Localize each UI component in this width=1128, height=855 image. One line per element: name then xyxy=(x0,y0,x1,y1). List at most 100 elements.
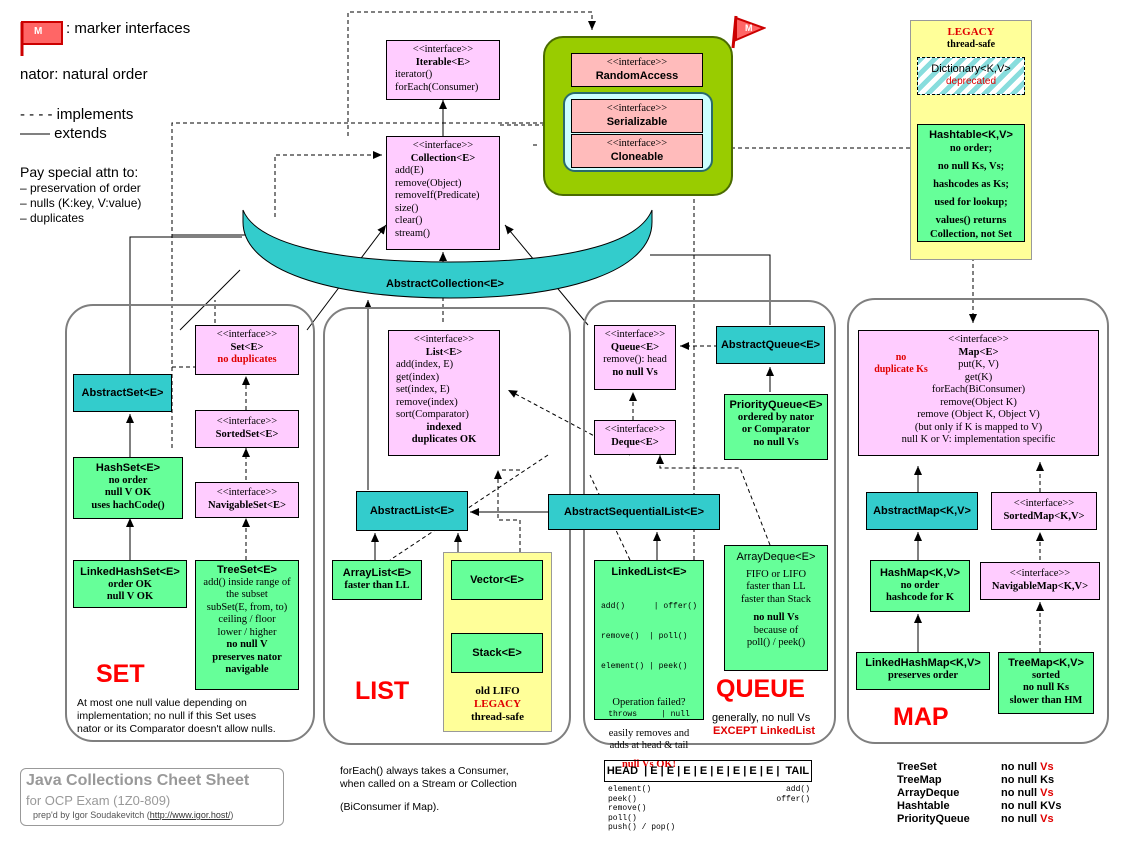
abstract-set-class: AbstractSet<E> xyxy=(73,374,172,412)
note-line: adds at head & tail xyxy=(609,740,689,751)
note-line: remove(): head xyxy=(603,354,667,365)
abstract-list-class: AbstractList<E> xyxy=(356,491,468,531)
method: element() xyxy=(608,785,652,794)
queue-interface: <<interface>> Queue<E> remove(): head no… xyxy=(594,325,676,390)
legend-points: – preservation of order – nulls (K:key, … xyxy=(20,181,141,226)
set-title: SET xyxy=(96,660,145,688)
note-line: faster than LL xyxy=(746,581,806,592)
legacy-list-note: old LIFO LEGACY thread-safe xyxy=(443,685,552,724)
method: offer() xyxy=(776,794,810,804)
legend-point: – duplicates xyxy=(20,211,85,225)
note-line: null V OK xyxy=(104,487,152,498)
navigable-set-interface: <<interface>> NavigableSet<E> xyxy=(195,482,299,518)
credit-text: ) xyxy=(230,810,234,820)
method: stream() xyxy=(395,227,430,239)
note-line: navigable xyxy=(225,664,269,675)
class-name: Map<E> xyxy=(958,346,999,358)
sorted-map-interface: <<interface>> SortedMap<K,V> xyxy=(991,492,1097,530)
class-name: TreeSet<E> xyxy=(217,564,277,576)
random-access-interface: <<interface>> RandomAccess xyxy=(571,53,703,87)
note-line: when called on a Stream or Collection xyxy=(340,778,517,790)
note-line: hashcodes as Ks; xyxy=(933,179,1009,190)
legend-nator: nator: natural order xyxy=(20,66,148,83)
stereotype: <<interface>> xyxy=(412,44,474,55)
nulls-class: ArrayDeque xyxy=(897,787,960,799)
method: null K or V: implementation specific xyxy=(901,434,1056,445)
map-group-frame xyxy=(847,298,1109,744)
list-title: LIST xyxy=(355,677,410,705)
nulls-rule: no null xyxy=(1001,787,1041,799)
method: remove() | poll() xyxy=(601,631,688,641)
class-name: LinkedList<E> xyxy=(611,566,687,578)
nulls-rule-red: Vs xyxy=(1040,787,1054,799)
flag-text: M xyxy=(745,23,753,33)
note-line: Collection, not Set xyxy=(930,229,1012,240)
map-no-duplicates-note: no duplicate Ks xyxy=(866,352,936,376)
note-line: At most one null value depending on xyxy=(77,697,247,709)
legend-point: – nulls (K:key, V:value) xyxy=(20,196,142,210)
note-line: or Comparator xyxy=(741,424,811,435)
tree-map-class: TreeMap<K,V> sorted no null Ks slower th… xyxy=(998,652,1094,714)
nulls-rule: no null xyxy=(1001,761,1041,773)
method: remove() xyxy=(608,804,647,813)
class-name: SortedSet<E> xyxy=(215,428,279,440)
stereotype: <<interface>> xyxy=(1009,568,1071,579)
nulls-class: PriorityQueue xyxy=(897,813,970,825)
marker-flag-icon: M xyxy=(20,18,68,58)
stereotype: <<interface>> xyxy=(412,140,474,151)
method: sort(Comparator) xyxy=(396,409,469,420)
credit-link[interactable]: http://www.igor.host/ xyxy=(149,810,231,820)
note-line: thread-safe xyxy=(471,711,524,723)
cloneable-interface: <<interface>> Cloneable xyxy=(571,134,703,168)
abstract-collection-label: AbstractCollection<E> xyxy=(386,278,504,290)
method: get(index) xyxy=(396,371,440,383)
note-line: forEach() always takes a Consumer, xyxy=(340,765,509,777)
stereotype: <<interface>> xyxy=(948,334,1009,345)
stack-class: Stack<E> xyxy=(451,633,543,673)
footer-title: Java Collections Cheet Sheet xyxy=(26,772,250,789)
legacy-label: LEGACY xyxy=(947,26,995,38)
deprecated-label: deprecated xyxy=(945,75,997,87)
note-line: ordered by nator xyxy=(737,411,815,423)
class-name: TreeMap<K,V> xyxy=(1008,657,1084,669)
class-name: HashMap<K,V> xyxy=(879,567,961,579)
method: add(index, E) xyxy=(396,359,454,370)
method: peek() xyxy=(608,794,637,804)
class-name: ArrayList<E> xyxy=(342,567,412,579)
legacy-label: LEGACY xyxy=(473,698,522,710)
nulls-rule: no null KVs xyxy=(1001,800,1062,812)
note-line: because of xyxy=(753,624,799,636)
note-line: no order xyxy=(900,579,940,591)
class-name: ArrayDeque<E> xyxy=(736,551,816,563)
flag-text: M xyxy=(34,26,43,37)
note-line: easily removes and xyxy=(608,727,690,739)
method: put(K, V) xyxy=(958,359,999,370)
nulls-class: TreeMap xyxy=(897,774,942,786)
navigable-map-interface: <<interface>> NavigableMap<K,V> xyxy=(980,562,1100,600)
queue-note: generally, no null Vs xyxy=(712,712,811,724)
class-name: Hashtable<K,V> xyxy=(929,129,1013,141)
note-line: no null Vs xyxy=(612,366,658,378)
method: (but only if K is mapped to V) xyxy=(914,421,1043,433)
serializable-interface: <<interface>> Serializable xyxy=(571,99,703,133)
no-duplicates-note: no duplicates xyxy=(217,354,277,365)
queue-note-red: EXCEPT LinkedList xyxy=(713,725,816,737)
note-line: no xyxy=(895,352,907,363)
class-name: RandomAccess xyxy=(595,69,679,82)
class-name: Cloneable xyxy=(610,150,664,163)
note-line: preserves order xyxy=(887,669,959,681)
legend-marker: : marker interfaces xyxy=(66,20,191,37)
linked-hash-map-class: LinkedHashMap<K,V> preserves order xyxy=(856,652,990,690)
method: remove(index) xyxy=(396,396,458,408)
class-name: Collection<E> xyxy=(410,152,476,164)
legend-attn: Pay special attn to: xyxy=(20,164,139,180)
note-line: no null Ks xyxy=(1022,682,1070,693)
set-note: At most one null value depending on impl… xyxy=(77,697,276,736)
note-line: faster than Stack xyxy=(741,593,811,605)
stereotype: <<interface>> xyxy=(604,329,666,340)
method: size() xyxy=(395,202,419,214)
method: push() / pop() xyxy=(608,823,676,832)
method: set(index, E) xyxy=(396,384,450,395)
stereotype: <<interface>> xyxy=(413,334,475,345)
